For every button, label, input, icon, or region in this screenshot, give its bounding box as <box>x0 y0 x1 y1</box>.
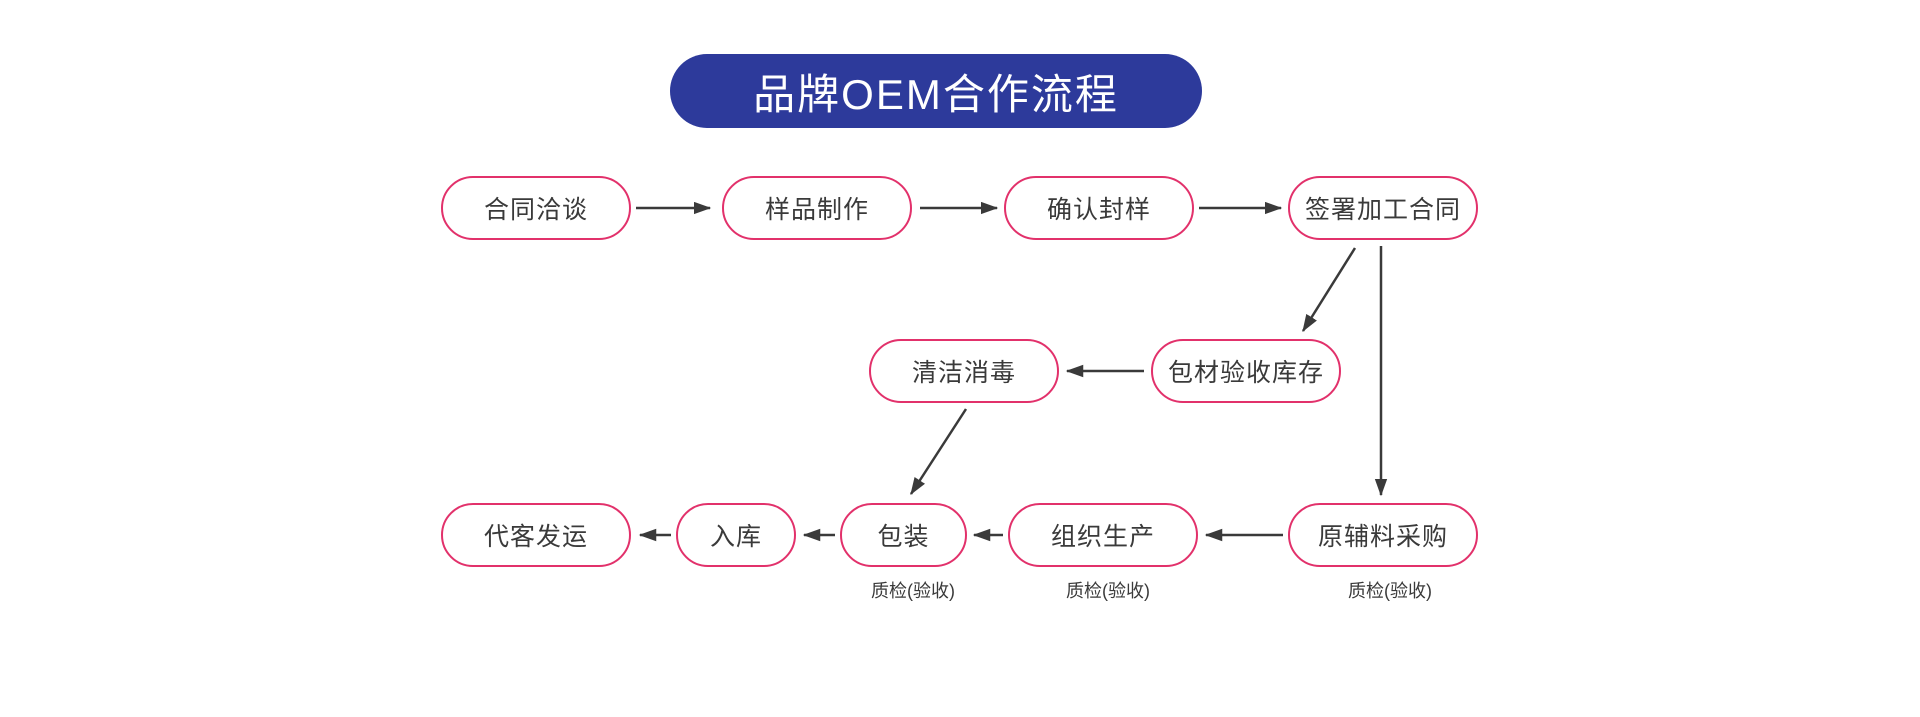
node-label: 入库 <box>709 523 762 551</box>
qc-label-organize-production: 质检(验收) <box>1066 581 1150 601</box>
node-label: 确认封样 <box>1046 196 1151 224</box>
node-packaging: 包装 <box>840 503 967 567</box>
node-contract-negotiation: 合同洽谈 <box>441 176 631 240</box>
node-label: 样品制作 <box>764 196 869 224</box>
title-pill: 品牌OEM合作流程 <box>670 54 1202 128</box>
node-organize-production: 组织生产 <box>1008 503 1198 567</box>
node-label: 组织生产 <box>1050 523 1155 551</box>
node-label: 原辅料采购 <box>1317 523 1448 551</box>
arrow-sign-to-packmat <box>1301 247 1357 333</box>
node-label: 包材验收库存 <box>1167 359 1324 387</box>
qc-label-packaging: 质检(验收) <box>871 581 955 601</box>
node-label: 代客发运 <box>483 523 588 551</box>
node-packaging-material-acceptance: 包材验收库存 <box>1151 339 1341 403</box>
node-customer-shipping: 代客发运 <box>441 503 631 567</box>
node-confirm-sealed-sample: 确认封样 <box>1004 176 1194 240</box>
arrow-clean-to-pack <box>909 408 968 496</box>
node-label: 包装 <box>877 523 930 551</box>
node-label: 签署加工合同 <box>1304 196 1461 224</box>
node-warehousing: 入库 <box>676 503 796 567</box>
node-raw-material-procurement: 原辅料采购 <box>1288 503 1478 567</box>
qc-label-raw-material: 质检(验收) <box>1348 581 1432 601</box>
node-sign-processing-contract: 签署加工合同 <box>1288 176 1478 240</box>
node-cleaning-disinfection: 清洁消毒 <box>869 339 1059 403</box>
page-title: 品牌OEM合作流程 <box>753 70 1119 118</box>
node-sample-production: 样品制作 <box>722 176 912 240</box>
node-label: 清洁消毒 <box>911 359 1016 387</box>
node-label: 合同洽谈 <box>483 196 588 224</box>
